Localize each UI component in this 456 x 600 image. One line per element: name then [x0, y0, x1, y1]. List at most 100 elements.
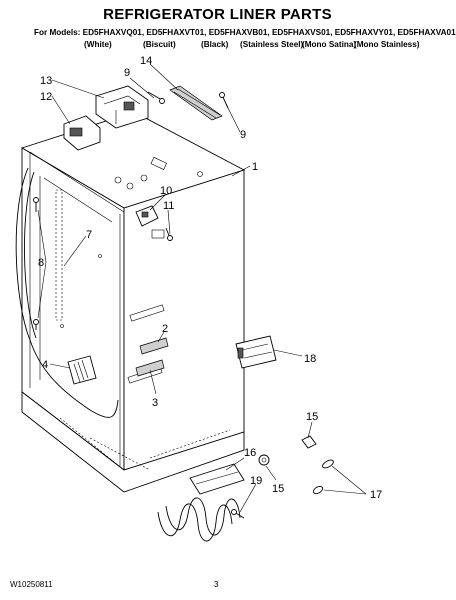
callout-16: 16: [244, 447, 256, 459]
liner-bottom: [21, 391, 245, 493]
callout-8: 8: [38, 257, 44, 269]
callout-19: 19: [250, 475, 262, 487]
leader-15a: [307, 421, 313, 439]
lens-strip-body: [169, 85, 223, 121]
tubing-loop: [15, 167, 119, 418]
leader-9b: [225, 103, 241, 133]
callout-11: 11: [163, 200, 174, 212]
rail-2: [139, 337, 169, 355]
coil-loop-back: [165, 497, 241, 536]
rail-slot: [129, 304, 165, 322]
callout-15b: 15: [272, 483, 284, 495]
top-slot: [150, 156, 168, 170]
lens-strip-lines: [173, 88, 221, 119]
callout-9a: 9: [124, 67, 130, 79]
callout-12: 12: [40, 91, 52, 103]
models-line: For Models: ED5FHAXVQ01, ED5FHAXVT01, ED…: [34, 28, 456, 37]
leader-10: [149, 193, 167, 211]
leader-1: [231, 165, 251, 177]
leader-18: [273, 349, 303, 357]
leader-3: [149, 369, 157, 395]
page-number: 3: [214, 580, 219, 589]
exploded-parts-diagram: 13 12 9 14 9 1 10 11 7 8 4 2 3 18 15 15 …: [15, 55, 382, 542]
slide-body: [235, 335, 277, 369]
screw-19-head: [231, 509, 237, 515]
slide-detail: [241, 343, 273, 359]
light-socket-tab: [69, 127, 83, 137]
liner-inner-edge: [39, 176, 113, 380]
slide-18: [235, 335, 277, 369]
callout-14: 14: [140, 55, 152, 67]
callout-13: 13: [40, 75, 52, 87]
variant-black: (Black): [201, 40, 229, 49]
liner-bottom-detail: [59, 417, 231, 471]
leader-17a: [331, 465, 367, 495]
bracket-10: [135, 205, 159, 227]
left-vent-4: [67, 355, 97, 385]
leader-13: [51, 79, 105, 99]
variant-mono-satina: (Mono Satina): [302, 40, 357, 49]
screw-hole: [98, 254, 102, 258]
heater-coil-16: [157, 463, 245, 542]
leader-19: [239, 483, 257, 513]
part-15a: [301, 435, 317, 449]
callout-15a: 15: [306, 411, 318, 423]
callout-9b: 9: [240, 129, 246, 141]
callout-2: 2: [162, 323, 168, 335]
refrigerator-liner: [15, 111, 246, 493]
variant-mono-stainless: (Mono Stainless): [354, 40, 420, 49]
leader-12: [51, 95, 71, 125]
leader-14: [149, 63, 179, 91]
light-socket: [63, 115, 101, 151]
callout-1: 1: [252, 161, 258, 173]
screw-9a-head: [159, 98, 165, 104]
part-15b: [258, 454, 270, 466]
rail-3-body: [135, 359, 165, 377]
callout-10: 10: [160, 185, 172, 197]
leader-8-top: [37, 209, 47, 263]
part-15a-body: [301, 435, 317, 449]
top-hole: [140, 174, 148, 182]
slide-end: [237, 347, 244, 359]
leader-16: [225, 457, 245, 471]
leader-7: [63, 235, 87, 267]
vent-body: [67, 355, 97, 385]
light-housing: [95, 85, 149, 129]
screw-11-head: [167, 235, 173, 241]
leader-15b: [265, 465, 277, 481]
callout-17: 17: [370, 489, 382, 501]
callout-3: 3: [152, 397, 158, 409]
clip-17b: [312, 485, 324, 495]
leader-4: [49, 363, 71, 369]
screw-9b-head: [219, 92, 225, 98]
diagram-title: REFRIGERATOR LINER PARTS: [103, 6, 332, 23]
top-hole: [126, 182, 134, 190]
rail-3: [135, 359, 165, 377]
liner-front-flange: [29, 151, 125, 466]
face-cutout: [151, 229, 165, 239]
top-hole: [197, 171, 203, 177]
variant-biscuit: (Biscuit): [143, 40, 176, 49]
screw-8-top: [33, 197, 39, 203]
leader-8-bottom: [37, 261, 47, 319]
clip-17a: [322, 459, 334, 469]
light-housing-detail: [103, 95, 141, 124]
top-hole: [114, 176, 122, 184]
leader-lines: [37, 63, 367, 513]
variant-stainless-steel: (Stainless Steel): [240, 40, 304, 49]
screw-9a-shaft: [147, 91, 163, 101]
document-number: W10250811: [10, 580, 53, 589]
tubing-loop-inner: [24, 171, 37, 339]
part-15b-body: [258, 454, 270, 466]
bracket-hole: [141, 211, 149, 218]
light-housing-body: [95, 85, 149, 129]
coil-bracket: [189, 463, 245, 495]
callout-4: 4: [42, 359, 48, 371]
screw-8-bottom: [33, 319, 39, 325]
leader-2: [157, 331, 165, 343]
light-lens-strip: [169, 85, 223, 121]
rail-2-body: [139, 337, 169, 355]
callout-7: 7: [86, 229, 92, 241]
screw-hole: [60, 324, 64, 328]
coil-bracket-line: [195, 471, 239, 485]
